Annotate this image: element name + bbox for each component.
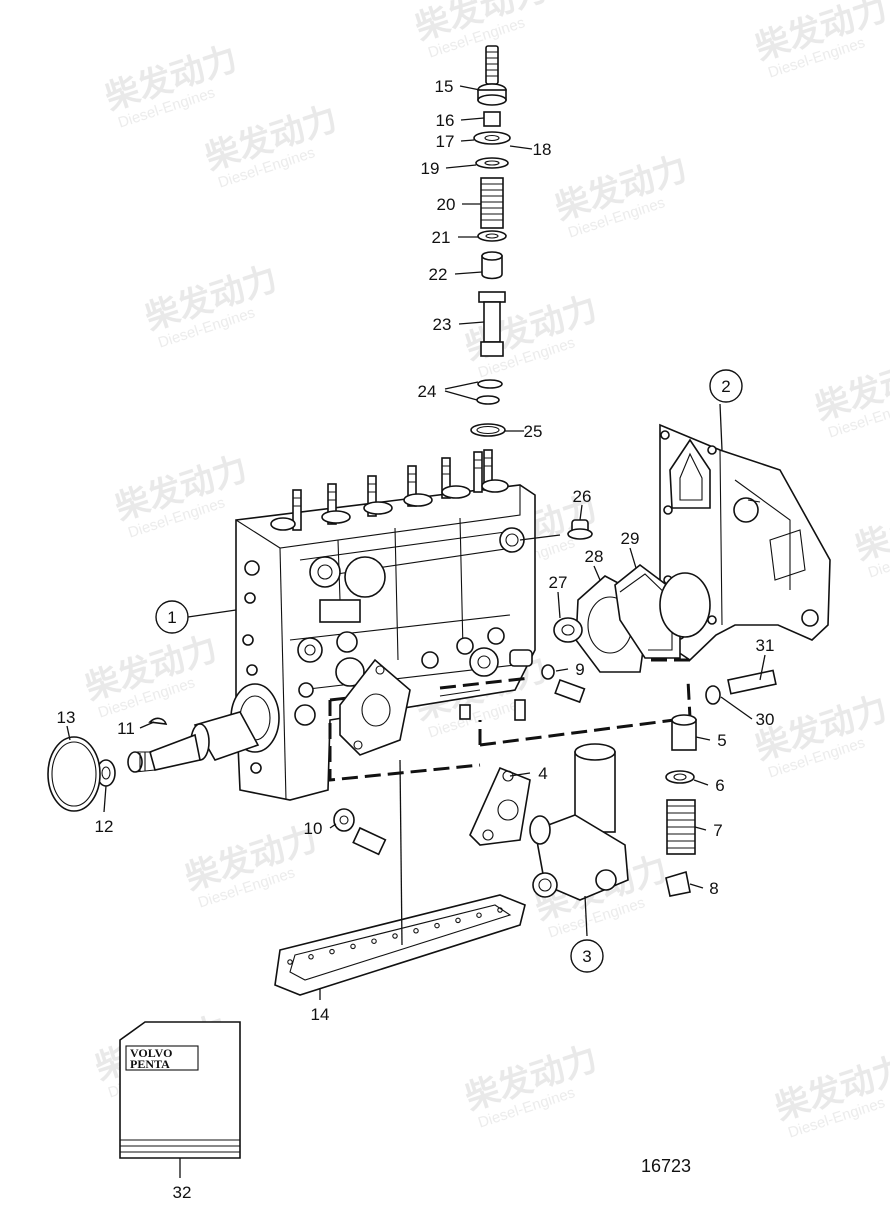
callout-21: 21 [432,228,451,247]
callout-circle-3 [570,939,604,973]
callout-26: 26 [573,487,592,506]
manual-brand-line1: VOLVO [130,1046,172,1060]
leader-lines [66,85,766,1178]
callout-3: 3 [582,947,591,966]
callout-15: 15 [435,77,454,96]
gasket-hole [308,954,314,960]
callout-circle-1 [155,600,189,634]
delivery-valve-stack [470,45,511,437]
figure-number: 16723 [641,1156,691,1176]
watermark-brand: 柴发动力 [851,489,890,567]
manual-booklet [119,1021,241,1159]
callout-2: 2 [721,377,730,396]
callout-29: 29 [621,529,640,548]
callout-22: 22 [429,265,448,284]
callout-4: 4 [538,764,547,783]
callout-32: 32 [173,1183,192,1202]
callout-18: 18 [533,140,552,159]
callout-8: 8 [709,879,718,898]
manual-brand-line2: PENTA [130,1057,170,1071]
gasket-hole [287,959,293,965]
callout-25: 25 [524,422,543,441]
callout-5: 5 [717,731,726,750]
gasket-hole [455,917,461,924]
callout-1: 1 [167,608,176,627]
side-cover-gaskets [553,519,711,673]
pump-housing [230,449,536,801]
gasket-hole [434,922,440,929]
callout-12: 12 [95,817,114,836]
callout-9: 9 [575,660,584,679]
valve-plug-set [665,714,697,897]
gasket-hole [392,933,398,939]
gasket-hole [329,948,335,955]
screws-washers [333,664,777,856]
gasket-hole [476,912,482,918]
callout-13: 13 [57,708,76,727]
callout-20: 20 [437,195,456,214]
callout-14: 14 [311,1005,330,1024]
callout-10: 10 [304,819,323,838]
callout-31: 31 [756,636,775,655]
feed-pump [469,743,629,901]
callout-17: 17 [436,132,455,151]
callout-11: 11 [117,719,135,738]
housing-bores [270,479,509,531]
callout-27: 27 [549,573,568,592]
flange-insert [339,658,411,756]
callout-30: 30 [756,710,775,729]
callout-24: 24 [418,382,437,401]
gasket-hole [497,907,503,913]
gasket-hole [413,928,419,934]
callout-19: 19 [421,159,440,178]
callout-16: 16 [436,111,455,130]
drive-shaft [47,711,260,812]
gasket-hole [350,943,356,950]
callout-7: 7 [713,821,722,840]
gasket-hole [371,938,377,944]
callout-23: 23 [433,315,452,334]
callout-circle-2 [709,369,743,403]
callout-28: 28 [585,547,604,566]
bottom-gasket [274,894,526,996]
callout-6: 6 [715,776,724,795]
